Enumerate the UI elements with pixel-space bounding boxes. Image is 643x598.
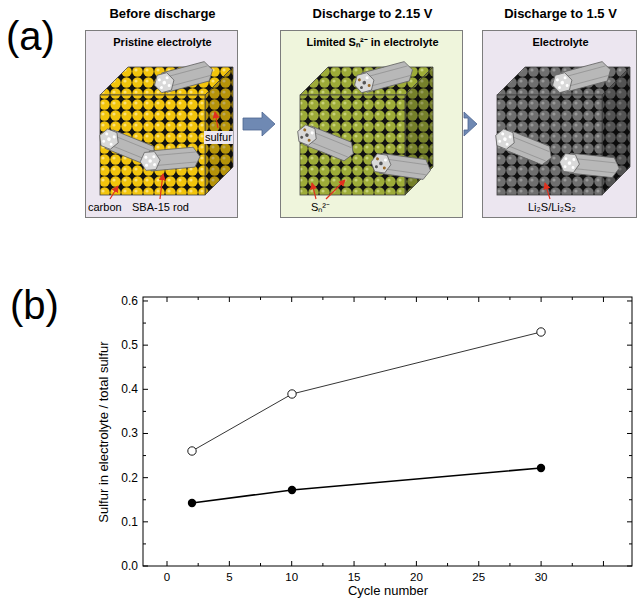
line-chart [143,297,632,566]
axis-tick [627,345,632,346]
axis-tick [627,433,632,434]
axis-title: Sulfur in electrolyte / total sulfur [97,341,111,522]
axis-tick [291,561,292,566]
axis-tick [603,561,604,566]
stage-heading: Discharge to 2.15 V [271,6,474,21]
axis-tick [629,543,632,544]
axis-tick [572,297,573,300]
tick-label: 0.3 [121,427,138,440]
panel-letter: (b) [10,283,59,327]
axis-tick [447,563,448,566]
axis-tick [629,367,632,368]
part-label: carbon [88,201,122,214]
tick-label: 30 [535,571,548,584]
axis-tick [143,499,146,500]
axis-title: Cycle number [348,584,428,598]
axis-tick [143,323,146,324]
process-arrow [243,112,275,136]
tick-label: 0 [164,571,170,584]
axis-tick [229,561,230,566]
axis-tick [229,297,230,302]
axis-tick [198,563,199,566]
axis-tick [572,563,573,566]
axis-tick [385,563,386,566]
stage-heading: Before discharge [76,6,249,21]
axis-tick [603,297,604,302]
axis-tick [629,499,632,500]
axis-tick [541,561,542,566]
cathode-cube [492,60,630,195]
cathode-cube [294,60,433,195]
axis-tick [198,297,199,300]
species-label: Li₂S/Li₂S₂ [528,201,576,214]
box-ground [85,30,238,218]
tick-label: 0.2 [121,471,138,484]
cathode-cube [96,60,233,195]
stage-box: Discharge to 1.5 VElectrolyteLi₂S/Li₂S₂ [482,30,637,218]
axis-tick [385,297,386,300]
axis-tick [541,297,542,302]
stage-box: Discharge to 2.15 VLimited Sₙ²⁻ in elect… [280,30,463,218]
axis-tick [629,411,632,412]
axis-tick [260,297,261,300]
electrolyte-label: Pristine electrolyte [86,36,239,49]
axis-tick [143,411,146,412]
axis-tick [629,455,632,456]
tick-label: 25 [472,571,485,584]
tick-label: 0.0 [121,560,138,573]
axis-tick [143,345,148,346]
axis-tick [143,367,146,368]
axis-tick [291,297,292,302]
electrolyte-label: Limited Sₙ²⁻ in electrolyte [281,36,464,49]
axis-tick [322,563,323,566]
axis-tick [167,297,168,302]
axis-tick [143,521,148,522]
axis-tick [143,389,148,390]
process-arrow [464,112,477,136]
axis-tick [629,323,632,324]
tick-label: 20 [410,571,423,584]
tick-label: 0.4 [121,383,138,396]
axis-tick [354,297,355,302]
tick-label: 0.5 [121,339,138,352]
axis-tick [143,433,148,434]
axis-tick [167,561,168,566]
electrolyte-label: Electrolyte [483,36,638,49]
box-ground [482,30,637,218]
stage-heading: Discharge to 1.5 V [473,6,643,21]
axis-tick [416,297,417,302]
axis-tick [509,563,510,566]
box-ground [280,30,463,218]
axis-tick [143,455,146,456]
axis-tick [416,561,417,566]
axis-tick [478,561,479,566]
axis-tick [627,521,632,522]
axis-tick [509,297,510,300]
axis-tick [627,566,632,567]
tick-label: 0.6 [121,294,138,307]
leader-arrows [110,112,550,199]
tick-label: 10 [285,571,298,584]
axis-tick [354,561,355,566]
axis-tick [447,297,448,300]
axis-tick [478,297,479,302]
part-label: sulfur [204,131,233,144]
axis-tick [143,300,148,301]
axis-tick [627,389,632,390]
axis-tick [260,563,261,566]
species-label: Sₙ²⁻ [311,201,330,214]
axis-tick [627,300,632,301]
tick-label: 0.1 [121,515,138,528]
part-label: SBA-15 rod [132,201,189,214]
tick-label: 5 [226,571,232,584]
stage-box: Before dischargePristine electrolytecarb… [85,30,238,218]
axis-tick [143,566,148,567]
axis-tick [627,477,632,478]
axis-tick [322,297,323,300]
axis-tick [143,477,148,478]
axis-tick [143,543,146,544]
tick-label: 15 [348,571,361,584]
panel-letter: (a) [6,14,55,58]
